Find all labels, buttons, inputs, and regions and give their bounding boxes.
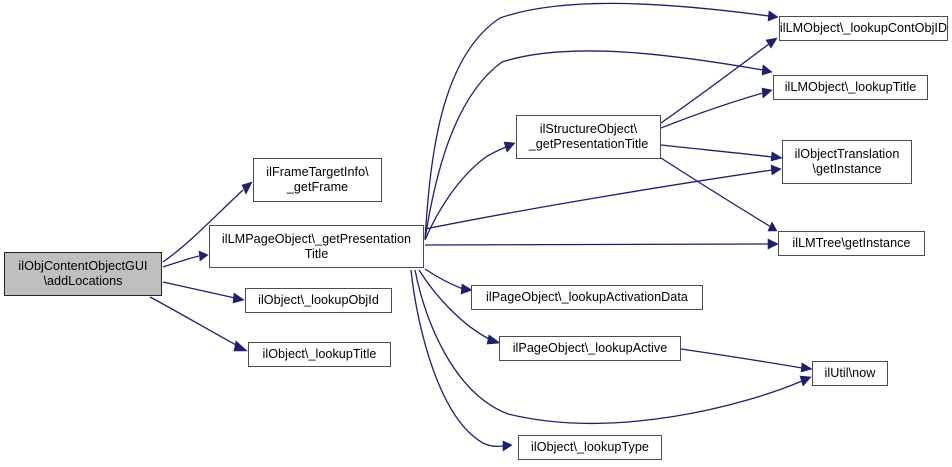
node-lm-tree-get-instance-label: ilLMTree\getInstance	[792, 236, 911, 250]
node-object-translation-get-instance-label: ilObjectTranslation \getInstance	[794, 147, 900, 176]
edge-lookupactive-to-ilutilnow	[680, 348, 813, 373]
edge-structureobject-to-objecttranslation	[660, 144, 783, 162]
node-il-util-now-label: ilUtil\now	[824, 366, 876, 380]
edge-lmpageobject-to-objecttranslation	[424, 164, 782, 230]
node-page-object-lookup-active-label: ilPageObject\_lookupActive	[512, 341, 668, 355]
node-lm-object-lookup-title-label: ilLMObject\_lookupTitle	[784, 80, 917, 94]
node-root[interactable]: ilObjContentObjectGUI \addLocations	[4, 252, 162, 296]
node-il-util-now[interactable]: ilUtil\now	[812, 361, 888, 386]
edge-root-to-lmpageobject	[162, 250, 209, 268]
edge-lmpageobject-to-structureobject	[424, 141, 516, 241]
edge-structureobject-to-lmtree	[660, 157, 778, 232]
edge-lmpageobject-to-lookupactivationdata	[424, 268, 473, 295]
node-lm-page-object[interactable]: ilLMPageObject\_getPresentation Title	[209, 225, 424, 268]
node-lm-object-lookup-title[interactable]: ilLMObject\_lookupTitle	[773, 75, 928, 100]
node-object-lookup-type[interactable]: ilObject\_lookupType	[518, 435, 662, 460]
edge-lmpageobject-to-ilutilnow	[414, 269, 812, 424]
edge-lmpageobject-to-lookuptype	[410, 269, 513, 452]
node-frame-target-info[interactable]: ilFrameTargetInfo\ _getFrame	[253, 158, 382, 202]
node-root-label: ilObjContentObjectGUI \addLocations	[18, 259, 148, 288]
node-structure-object[interactable]: ilStructureObject\ _getPresentationTitle	[516, 115, 661, 159]
node-page-object-lookup-activation-data-label: ilPageObject\_lookupActivationData	[486, 290, 688, 304]
edge-root-to-lookupobjid	[162, 281, 245, 304]
edge-structureobject-to-lookupcontobjid	[660, 37, 778, 124]
edge-root-to-frametarget	[162, 181, 253, 263]
node-object-lookup-type-label: ilObject\_lookupType	[531, 440, 649, 454]
node-object-lookup-obj-id-label: ilObject\_lookupObjId	[258, 293, 379, 307]
edge-structureobject-to-lookuptitle-lm	[660, 87, 773, 129]
node-page-object-lookup-activation-data[interactable]: ilPageObject\_lookupActivationData	[471, 285, 703, 310]
edge-lmpageobject-to-lmtree	[424, 238, 779, 250]
node-structure-object-label: ilStructureObject\ _getPresentationTitle	[528, 122, 649, 151]
edge-lmpageobject-to-lookupactive	[418, 269, 501, 345]
node-frame-target-info-label: ilFrameTargetInfo\ _getFrame	[266, 165, 369, 194]
node-lm-tree-get-instance[interactable]: ilLMTree\getInstance	[778, 231, 925, 256]
edge-lmpageobject-to-lookuptitle-lm	[424, 50, 773, 240]
edge-lmpageobject-to-lookupcontobjid	[424, 2, 779, 240]
node-lm-page-object-label: ilLMPageObject\_getPresentation Title	[221, 231, 412, 261]
node-object-lookup-title-label: ilObject\_lookupTitle	[262, 347, 377, 361]
node-object-lookup-title[interactable]: ilObject\_lookupTitle	[248, 342, 391, 367]
node-lm-object-lookup-cont-obj-id-label: ilLMObject\_lookupContObjID	[779, 21, 948, 35]
node-lm-object-lookup-cont-obj-id[interactable]: ilLMObject\_lookupContObjID	[779, 16, 948, 41]
node-object-translation-get-instance[interactable]: ilObjectTranslation \getInstance	[782, 140, 912, 184]
edge-root-to-lookuptitle-obj	[149, 296, 248, 352]
node-object-lookup-obj-id[interactable]: ilObject\_lookupObjId	[245, 288, 392, 313]
node-page-object-lookup-active[interactable]: ilPageObject\_lookupActive	[499, 336, 681, 361]
